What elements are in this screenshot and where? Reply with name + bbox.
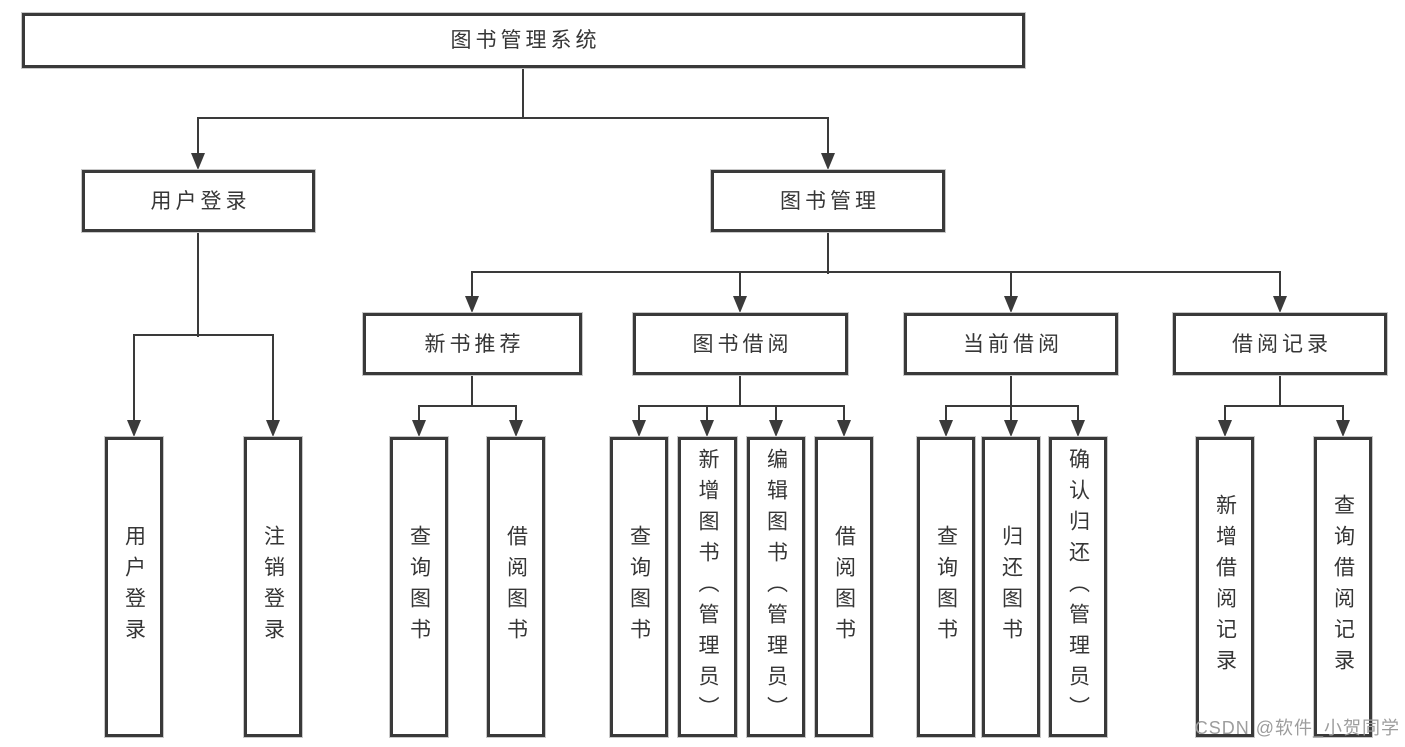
connector-horizontal-line (945, 405, 1079, 407)
connector-vertical-line (1279, 272, 1281, 299)
connector-vertical-line (1342, 406, 1344, 423)
leaf-user-login: 用户登录 (105, 437, 163, 737)
leaf-query-books-2: 查询图书 (610, 437, 668, 737)
csdn-watermark: CSDN @软件_小贺同学 (1194, 718, 1400, 738)
connector-vertical-line (945, 406, 947, 423)
leaf-confirm-return-admin: 确认归还（管理员） (1049, 437, 1107, 737)
arrow-down-icon (412, 420, 426, 437)
connector-vertical-line (272, 335, 274, 423)
connector-vertical-line (775, 406, 777, 423)
arrow-down-icon (1071, 420, 1085, 437)
leaf-label: 注销登录 (261, 525, 285, 649)
connector-horizontal-line (133, 334, 274, 336)
leaf-label: 编辑图书（管理员） (764, 447, 788, 727)
connector-vertical-line (1279, 375, 1281, 407)
leaf-logout: 注销登录 (244, 437, 302, 737)
leaf-label: 查询图书 (407, 525, 431, 649)
node-book-borrow: 图书借阅 (633, 313, 848, 375)
node-label: 借阅记录 (1232, 332, 1332, 356)
connector-vertical-line (471, 375, 473, 407)
connector-horizontal-line (197, 117, 829, 119)
connector-horizontal-line (418, 405, 517, 407)
connector-vertical-line (1077, 406, 1079, 423)
connector-vertical-line (471, 272, 473, 299)
arrow-down-icon (939, 420, 953, 437)
connector-horizontal-line (638, 405, 845, 407)
connector-vertical-line (1010, 272, 1012, 299)
arrow-down-icon (266, 420, 280, 437)
leaf-borrow-books-1: 借阅图书 (487, 437, 545, 737)
node-label: 图书管理系统 (450, 29, 601, 52)
connector-vertical-line (827, 118, 829, 156)
leaf-label: 归还图书 (999, 525, 1023, 649)
arrow-down-icon (700, 420, 714, 437)
connector-vertical-line (418, 406, 420, 423)
arrow-down-icon (1273, 296, 1287, 313)
connector-vertical-line (827, 232, 829, 274)
node-label: 用户登录 (150, 189, 251, 213)
arrow-down-icon (191, 153, 205, 170)
leaf-label: 查询图书 (627, 525, 651, 649)
node-book-management: 图书管理 (711, 170, 945, 232)
connector-vertical-line (522, 68, 524, 119)
arrow-down-icon (127, 420, 141, 437)
connector-horizontal-line (1224, 405, 1344, 407)
leaf-label: 新增借阅记录 (1213, 494, 1237, 680)
leaf-label: 用户登录 (122, 525, 146, 649)
connector-vertical-line (843, 406, 845, 423)
leaf-query-books-1: 查询图书 (390, 437, 448, 737)
leaf-borrow-books-2: 借阅图书 (815, 437, 873, 737)
leaf-add-borrow-record: 新增借阅记录 (1196, 437, 1254, 737)
connector-vertical-line (1224, 406, 1226, 423)
arrow-down-icon (1218, 420, 1232, 437)
node-label: 当前借阅 (963, 332, 1063, 356)
node-label: 图书借阅 (692, 332, 793, 356)
leaf-label: 借阅图书 (832, 525, 856, 649)
connector-vertical-line (638, 406, 640, 423)
leaf-label: 查询借阅记录 (1331, 494, 1355, 680)
connector-vertical-line (739, 375, 741, 407)
arrow-down-icon (1004, 420, 1018, 437)
connector-vertical-line (197, 118, 199, 156)
arrow-down-icon (509, 420, 523, 437)
leaf-label: 新增图书（管理员） (696, 447, 719, 727)
arrow-down-icon (769, 420, 783, 437)
leaf-query-borrow-record: 查询借阅记录 (1314, 437, 1372, 737)
node-label: 新书推荐 (424, 332, 525, 356)
connector-vertical-line (1010, 375, 1012, 407)
leaf-return-books: 归还图书 (982, 437, 1040, 737)
connector-vertical-line (706, 406, 708, 423)
node-library-management-system: 图书管理系统 (22, 13, 1025, 68)
leaf-label: 确认归还（管理员） (1066, 447, 1090, 727)
node-user-login: 用户登录 (82, 170, 315, 232)
connector-vertical-line (1010, 406, 1012, 423)
leaf-query-books-3: 查询图书 (917, 437, 975, 737)
connector-vertical-line (197, 232, 199, 337)
arrow-down-icon (837, 420, 851, 437)
arrow-down-icon (821, 153, 835, 170)
arrow-down-icon (632, 420, 646, 437)
connector-vertical-line (133, 335, 135, 423)
arrow-down-icon (465, 296, 479, 313)
arrow-down-icon (1004, 296, 1018, 313)
leaf-label: 查询图书 (934, 525, 958, 649)
node-current-borrow: 当前借阅 (904, 313, 1118, 375)
leaf-add-books-admin: 新增图书（管理员） (678, 437, 737, 737)
connector-horizontal-line (471, 271, 1281, 273)
leaf-edit-books-admin: 编辑图书（管理员） (747, 437, 805, 737)
arrow-down-icon (1336, 420, 1350, 437)
node-borrow-records: 借阅记录 (1173, 313, 1387, 375)
arrow-down-icon (733, 296, 747, 313)
connector-vertical-line (515, 406, 517, 423)
connector-vertical-line (739, 272, 741, 299)
node-new-book-recommend: 新书推荐 (363, 313, 582, 375)
leaf-label: 借阅图书 (504, 525, 528, 649)
node-label: 图书管理 (780, 189, 880, 213)
